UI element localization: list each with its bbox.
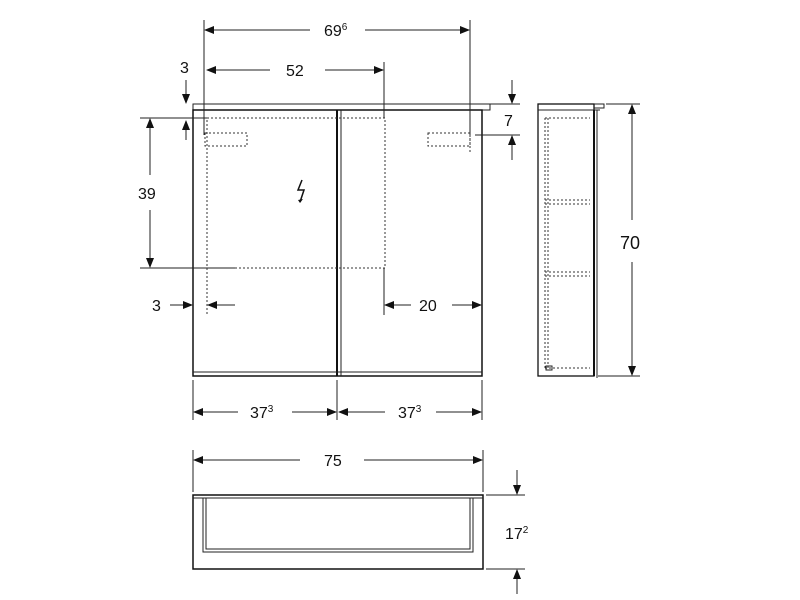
dim-door-left: 373 <box>192 380 483 422</box>
dim-top-offset-label: 3 <box>180 60 189 77</box>
interior-frame <box>206 117 386 269</box>
light-right <box>427 132 471 147</box>
dim-depth-label: 172 <box>505 525 529 543</box>
dim-total-width-label: 75 <box>324 453 342 470</box>
dim-total-width: 75 <box>192 450 484 492</box>
dim-door-right-label: 373 <box>398 404 422 422</box>
dim-socket-height-label: 39 <box>138 186 156 203</box>
front-view <box>192 103 491 377</box>
light-left <box>204 132 248 147</box>
dim-right-top-gap-label: 7 <box>504 113 513 130</box>
dim-top-overall: 696 <box>203 20 471 135</box>
side-view <box>537 103 605 378</box>
dim-depth: 172 <box>486 470 529 594</box>
top-view <box>192 494 484 570</box>
dim-left-offset-label: 3 <box>152 298 161 315</box>
side-body <box>537 103 595 377</box>
dim-right-top-gap: 7 <box>475 80 520 160</box>
top-body <box>192 494 484 570</box>
dim-inner-width: 52 <box>206 62 385 118</box>
dim-door-right: 373 <box>338 404 482 422</box>
dim-top-overall-label: 696 <box>324 22 348 40</box>
dim-left-offset: 3 <box>152 268 235 315</box>
dim-height-label: 70 <box>620 233 640 253</box>
dim-right-offset-label: 20 <box>419 298 437 315</box>
lightning-icon <box>296 179 306 203</box>
dim-door-left-label: 373 <box>250 404 274 422</box>
light-bar <box>192 103 491 111</box>
dim-inner-width-label: 52 <box>286 63 304 80</box>
dim-height: 70 <box>598 103 640 377</box>
dim-socket-height: 39 <box>138 117 235 269</box>
dim-right-offset: 20 <box>383 268 482 315</box>
